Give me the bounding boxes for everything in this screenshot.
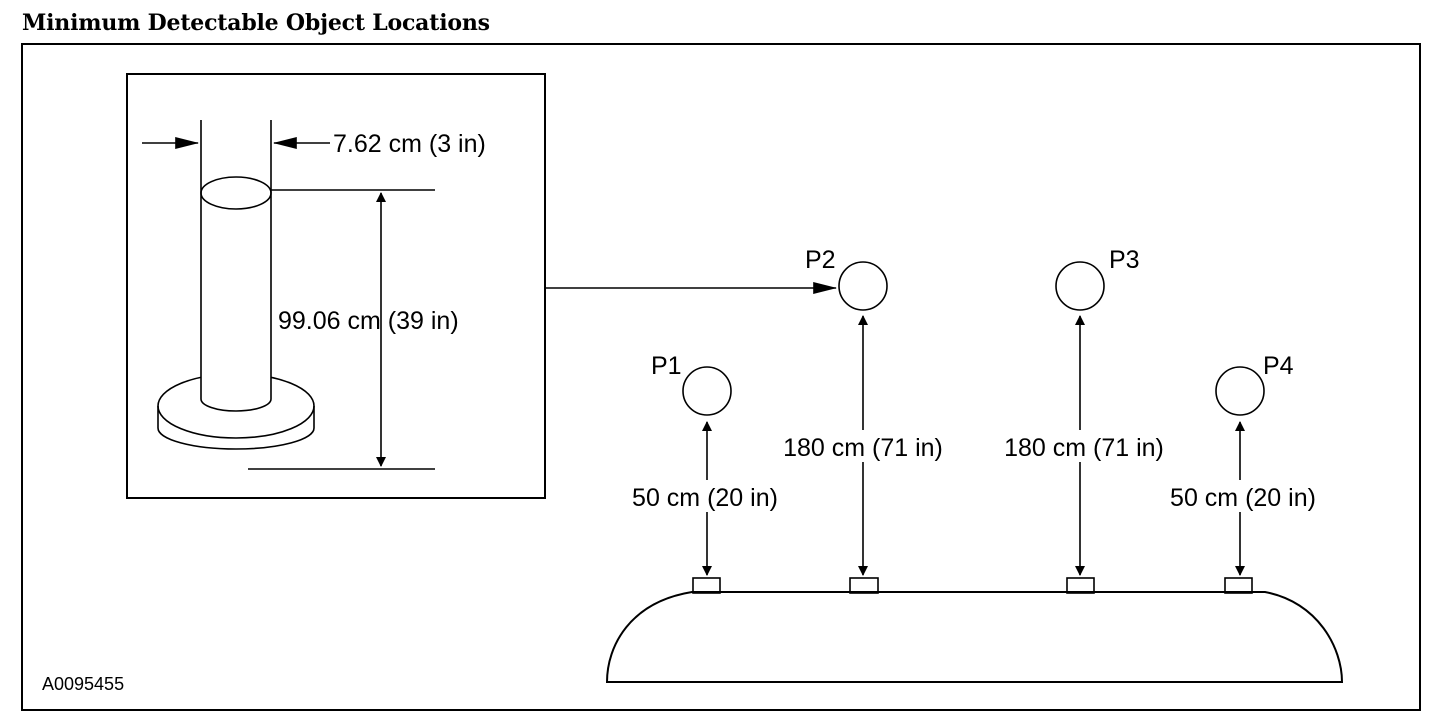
- sensor-1: [692, 577, 721, 594]
- point-p2: P2 180 cm (71 in): [772, 246, 956, 576]
- p4-label: P4: [1263, 352, 1294, 380]
- p4-object: [1215, 366, 1265, 416]
- p2-label: P2: [805, 246, 836, 274]
- page-title: Minimum Detectable Object Locations: [22, 10, 490, 36]
- height-label: 99.06 cm (39 in): [278, 307, 459, 335]
- point-p3: P3 180 cm (71 in): [992, 246, 1176, 576]
- p2-distance-label: 180 cm (71 in): [783, 434, 943, 462]
- bumper: [605, 591, 1344, 683]
- p1-object: [682, 366, 732, 416]
- p4-distance-label: 50 cm (20 in): [1170, 484, 1316, 512]
- inset-frame: [126, 73, 546, 499]
- p2-object: [838, 261, 888, 311]
- p3-object: [1055, 261, 1105, 311]
- p3-distance-label: 180 cm (71 in): [1004, 434, 1164, 462]
- sensor-4: [1224, 577, 1253, 594]
- figure-id: A0095455: [42, 674, 124, 694]
- sensor-3: [1066, 577, 1095, 594]
- diameter-label: 7.62 cm (3 in): [333, 130, 486, 158]
- pole-body: [200, 193, 272, 412]
- pole-base-side: [157, 406, 315, 450]
- sensor-2: [849, 577, 879, 594]
- p1-label: P1: [651, 352, 682, 380]
- p3-label: P3: [1109, 246, 1140, 274]
- test-object-inset: 7.62 cm (3 in) 99.06 cm (39 in): [126, 73, 546, 499]
- outer-frame: [21, 43, 1421, 711]
- point-p4: P4 50 cm (20 in): [1158, 352, 1328, 576]
- point-p1: P1 50 cm (20 in): [620, 352, 790, 576]
- p1-distance-label: 50 cm (20 in): [632, 484, 778, 512]
